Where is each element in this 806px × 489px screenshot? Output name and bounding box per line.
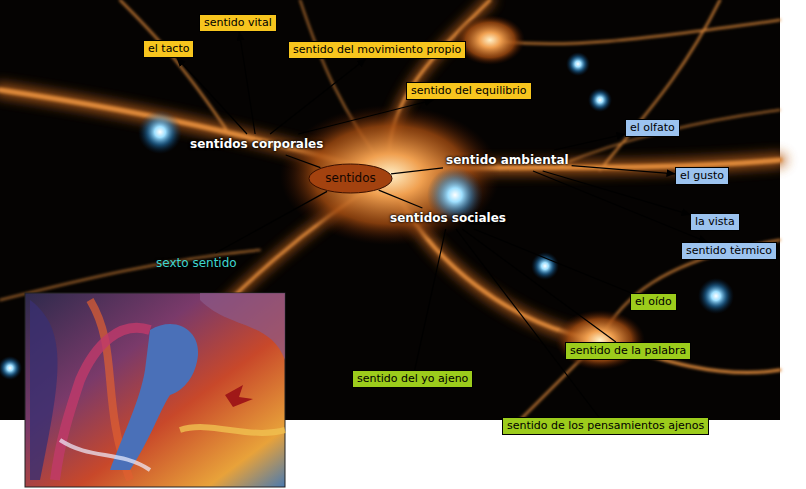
environment-sense-box: el olfato [625, 119, 680, 137]
connector-line [543, 171, 690, 215]
dendrite [560, 110, 780, 165]
neuron-body [555, 310, 645, 370]
light-spark [588, 88, 612, 112]
body-sense-box: sentido del movimiento propio [288, 41, 466, 59]
painting-inset [25, 293, 285, 487]
node-text: sentidos corporales [190, 137, 323, 152]
light-spark [566, 52, 590, 76]
connector-line [379, 190, 423, 208]
painting-frame [25, 293, 285, 487]
social-sense-box: sentido de la palabra [565, 342, 691, 360]
painting-bird [225, 385, 253, 407]
body-sense-box: sentido del equilibrio [406, 82, 532, 100]
connector-line [391, 168, 443, 174]
connector-line [239, 32, 255, 134]
group-label-node: sentido ambiental [446, 153, 569, 168]
node-text: sentido del yo ajeno [357, 372, 468, 386]
group-label-node: sentidos sociales [390, 211, 506, 226]
painting-hair [55, 328, 150, 480]
node-text: sentido del equilibrio [411, 84, 527, 98]
connector-line [298, 100, 433, 134]
body-sense-box: sentido vital [199, 14, 277, 32]
connector-line [462, 229, 616, 342]
social-sense-box: sentido del yo ajeno [352, 370, 473, 388]
painting-figure [110, 324, 198, 470]
painting-feather [60, 440, 150, 470]
connector-line [415, 229, 446, 370]
node-text: el gusto [680, 169, 724, 183]
connector-line [456, 229, 599, 417]
light-spark [698, 278, 734, 314]
node-text: sentidos [325, 171, 376, 186]
node-text: sexto sentido [156, 256, 237, 271]
sixth-sense-node: sexto sentido [156, 256, 237, 271]
social-sense-box: sentido de los pensamientos ajenos [502, 417, 709, 435]
connector-line [572, 166, 675, 174]
group-label-node: sentidos corporales [190, 137, 323, 152]
node-text: sentido de los pensamientos ajenos [507, 419, 704, 433]
node-text: sentido vital [204, 16, 272, 30]
center-ellipse: sentidos [308, 163, 393, 194]
connector-line [270, 59, 366, 134]
light-spark [0, 356, 22, 380]
environment-sense-box: el gusto [675, 167, 729, 185]
painting-swirl [180, 427, 285, 433]
node-text: sentido de la palabra [570, 344, 686, 358]
environment-sense-box: sentido tèrmico [681, 242, 777, 260]
node-text: el olfato [630, 121, 675, 135]
painting-swirl [200, 293, 285, 360]
connector-line [215, 191, 327, 253]
ellipse-outline [309, 164, 392, 193]
environment-sense-box: la vista [690, 213, 740, 231]
dendrite [490, 20, 780, 44]
body-sense-box: el tacto [143, 40, 194, 58]
node-text: sentido ambiental [446, 153, 569, 168]
light-spark [138, 110, 182, 154]
light-spark [531, 252, 559, 280]
node-text: la vista [695, 215, 735, 229]
connector-line [554, 134, 625, 150]
node-text: sentidos sociales [390, 211, 506, 226]
connector-line [177, 58, 247, 134]
node-text: el tacto [148, 42, 189, 56]
connector-line [286, 155, 321, 168]
node-text: sentido del movimiento propio [293, 43, 461, 57]
node-text: sentido tèrmico [686, 244, 772, 258]
node-text: el oído [635, 295, 672, 309]
social-sense-box: el oído [630, 293, 677, 311]
painting-swirl [30, 300, 58, 480]
